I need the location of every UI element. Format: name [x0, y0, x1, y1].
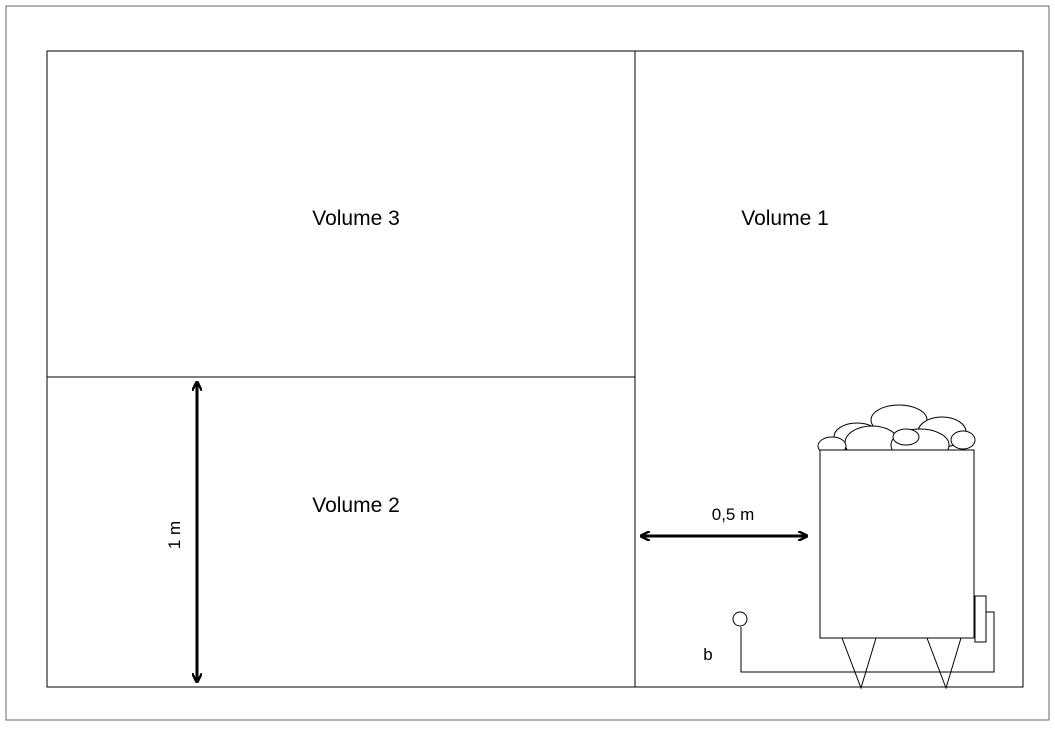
volume-3-label: Volume 3 — [312, 207, 400, 230]
control-label: b — [703, 645, 712, 664]
volume-2-label: Volume 2 — [312, 494, 400, 517]
horizontal-dimension-label: 0,5 m — [712, 505, 755, 524]
heater-body — [819, 449, 975, 639]
heater-wiring — [740, 611, 995, 673]
outer-frame — [5, 5, 1050, 721]
control-knob-icon — [732, 611, 748, 627]
heater-leg-left — [841, 637, 877, 690]
heater-leg-right — [926, 637, 962, 690]
vertical-dimension-label: 1 m — [165, 521, 184, 549]
room-boundary — [46, 50, 1024, 688]
heater-control-box — [974, 595, 987, 643]
volume-1-label: Volume 1 — [741, 207, 829, 230]
sauna-heater — [732, 404, 995, 690]
